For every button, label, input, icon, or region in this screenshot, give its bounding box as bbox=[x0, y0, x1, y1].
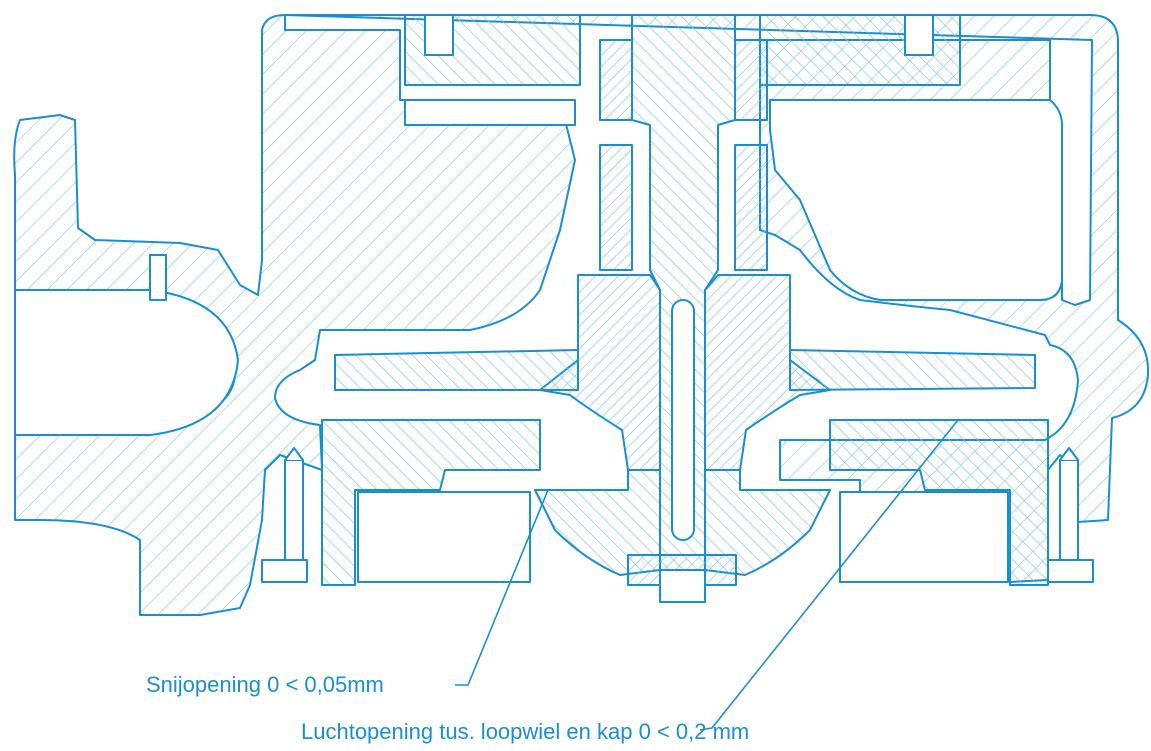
left-stud-tip bbox=[284, 447, 304, 461]
center-bolt-slot bbox=[671, 299, 695, 541]
air-gap-label: Luchtopening tus. loopwiel en kap 0 < 0,… bbox=[301, 719, 749, 745]
cutter-block-right bbox=[704, 469, 831, 576]
cut-gap-label: Snijopening 0 < 0,05mm bbox=[146, 672, 384, 698]
cut-gap-leader bbox=[455, 489, 549, 686]
bottom-nut-head bbox=[659, 569, 706, 603]
left-stud bbox=[284, 459, 304, 561]
cover-plate-left bbox=[321, 419, 541, 586]
impeller-disc-right bbox=[789, 349, 1036, 391]
cutter-block bbox=[534, 469, 661, 576]
upper-chamber bbox=[404, 99, 576, 126]
cover-plate-right bbox=[829, 419, 1049, 586]
inlet-bore bbox=[14, 289, 239, 436]
right-chamber bbox=[769, 99, 1063, 301]
right-stud-foot bbox=[1047, 559, 1094, 583]
left-sleeve-upper bbox=[599, 39, 633, 121]
flange-pin bbox=[149, 254, 167, 301]
right-cavity bbox=[839, 491, 1009, 583]
right-sleeve-upper bbox=[734, 39, 768, 121]
right-stud bbox=[1059, 459, 1079, 561]
air-gap-leader bbox=[699, 419, 959, 731]
air-gap-value: 0 < 0,2 mm bbox=[638, 719, 750, 744]
impeller-disc bbox=[334, 349, 579, 391]
cut-gap-value: 0 < 0,05mm bbox=[267, 672, 384, 697]
left-stud-foot bbox=[261, 559, 308, 583]
right-sleeve-lower bbox=[734, 144, 768, 271]
cut-gap-label-text: Snijopening bbox=[146, 672, 261, 697]
left-cavity bbox=[357, 491, 531, 583]
top-left-cap bbox=[424, 14, 454, 56]
air-gap-label-text: Luchtopening tus. loopwiel en kap bbox=[301, 719, 633, 744]
right-stud-tip bbox=[1059, 447, 1079, 461]
left-sleeve-lower bbox=[599, 144, 633, 271]
top-right-cap bbox=[904, 14, 934, 56]
